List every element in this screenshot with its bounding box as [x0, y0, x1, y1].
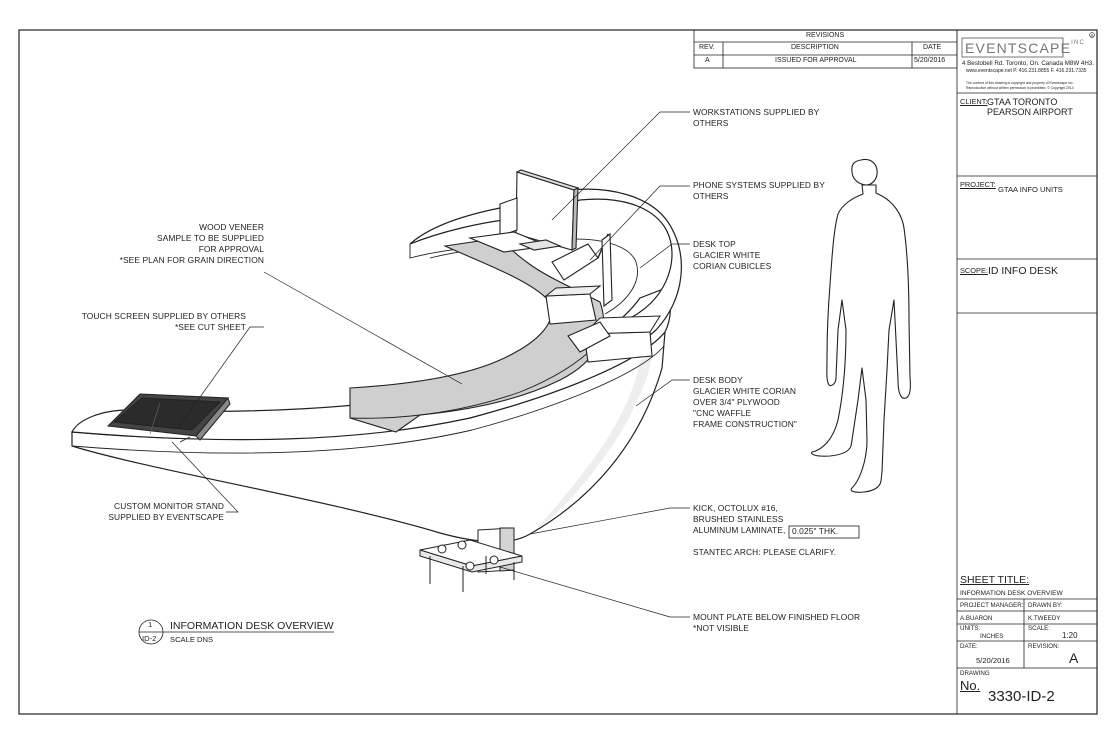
- note-wood-veneer-line: FOR APPROVAL: [198, 244, 264, 254]
- sheet-title-value: INFORMATION DESK OVERVIEW: [960, 590, 1063, 597]
- revisions-title: REVISIONS: [806, 32, 845, 39]
- view-scale: SCALE DNS: [170, 635, 214, 644]
- leader-lines: [171, 111, 690, 618]
- title-block-lines: [956, 30, 1097, 714]
- note-kick-line: KICK, OCTOLUX #16,: [693, 503, 778, 513]
- scale-label: SCALE:: [1028, 625, 1051, 632]
- drawn-by-label: DRAWN BY:: [1028, 602, 1063, 609]
- view-sheet-ref: ID-2: [142, 634, 157, 643]
- note-workstations: WORKSTATIONS SUPPLIED BY OTHERS: [693, 107, 819, 129]
- company-copyright-1: The content of this drawing is copyright…: [966, 81, 1074, 85]
- project-label: PROJECT:: [960, 180, 996, 189]
- note-mount-plate-line: MOUNT PLATE BELOW FINISHED FLOOR: [693, 612, 861, 622]
- note-touch-screen: TOUCH SCREEN SUPPLIED BY OTHERS *SEE CUT…: [56, 311, 246, 333]
- note-monitor-stand-line: CUSTOM MONITOR STAND: [114, 501, 224, 511]
- note-phone-systems: PHONE SYSTEMS SUPPLIED BY OTHERS: [693, 180, 825, 202]
- project-manager-value: A.BUARON: [960, 615, 993, 622]
- registered-mark-glyph: R: [1091, 33, 1094, 38]
- revision-value: A: [1069, 650, 1079, 666]
- desk-ledge-edge: [71, 345, 665, 454]
- date-label: DATE:: [960, 643, 978, 650]
- note-mount-plate: MOUNT PLATE BELOW FINISHED FLOOR *NOT VI…: [693, 612, 860, 634]
- company-logo: EVENTSCAPEINC: [965, 40, 1085, 56]
- note-desk-top: DESK TOP GLACIER WHITE CORIAN CUBICLES: [693, 239, 771, 272]
- date-value: 5/20/2016: [976, 656, 1010, 665]
- drawing-number: 3330-ID-2: [988, 688, 1055, 705]
- phone-system: [544, 232, 613, 353]
- company-logo-suffix: INC: [1071, 40, 1086, 46]
- note-touch-screen-line: TOUCH SCREEN SUPPLIED BY OTHERS: [81, 311, 246, 321]
- note-desk-body-line: "CNC WAFFLE: [693, 408, 752, 418]
- note-phone-systems-line: PHONE SYSTEMS SUPPLIED BY: [693, 180, 825, 190]
- project-manager-label: PROJECT MANAGER:: [960, 602, 1024, 609]
- note-phone-systems-line: OTHERS: [693, 191, 729, 201]
- note-desk-body-line: FRAME CONSTRUCTION": [693, 419, 797, 429]
- project-value: GTAA INFO UNITS: [998, 185, 1063, 194]
- note-kick: KICK, OCTOLUX #16, BRUSHED STAINLESS ALU…: [693, 503, 785, 536]
- desk-body-shading: [535, 355, 652, 530]
- revisions-header-description: DESCRIPTION: [791, 44, 839, 51]
- note-desk-body-line: DESK BODY: [693, 375, 743, 385]
- kick-thickness-box: [788, 525, 860, 539]
- units-value: INCHES: [980, 633, 1004, 640]
- scale-value: 1:20: [1062, 631, 1078, 640]
- note-touch-screen-line: *SEE CUT SHEET: [174, 322, 246, 332]
- client-line1: GTAA TORONTO: [987, 97, 1058, 107]
- view-label-symbol: [138, 619, 334, 645]
- note-kick-line: BRUSHED STAINLESS: [693, 514, 784, 524]
- revisions-row-description: ISSUED FOR APPROVAL: [775, 57, 857, 64]
- revisions-row-rev: A: [705, 57, 710, 64]
- note-wood-veneer: WOOD VENEER SAMPLE TO BE SUPPLIED FOR AP…: [76, 222, 264, 266]
- view-number: 1: [148, 620, 153, 629]
- note-desk-body-line: OVER 3/4" PLYWOOD: [693, 397, 780, 407]
- note-desk-top-line: CORIAN CUBICLES: [693, 261, 772, 271]
- drawn-by-value: K.TWEEDY: [1028, 615, 1061, 622]
- note-desk-top-line: GLACIER WHITE: [693, 250, 761, 260]
- note-desk-body: DESK BODY GLACIER WHITE CORIAN OVER 3/4"…: [693, 375, 797, 430]
- company-copyright-2: Reproduction without written permission …: [966, 86, 1074, 90]
- client-line2: PEARSON AIRPORT: [987, 107, 1073, 117]
- note-workstations-line: WORKSTATIONS SUPPLIED BY: [693, 107, 820, 117]
- note-stantec: STANTEC ARCH: PLEASE CLARIFY.: [693, 547, 837, 557]
- note-desk-body-line: GLACIER WHITE CORIAN: [693, 386, 796, 396]
- scope-label: SCOPE:: [960, 266, 988, 275]
- units-label: UNITS:: [960, 625, 981, 632]
- revisions-row-date: 5/20/2016: [914, 57, 946, 64]
- drawing-label: DRAWING: [960, 670, 990, 677]
- company-logo-text: EVENTSCAPE: [965, 40, 1072, 56]
- sheet-border: [18, 29, 1098, 715]
- note-monitor-stand-line: SUPPLIED BY EVENTSCAPE: [108, 512, 224, 522]
- note-monitor-stand: CUSTOM MONITOR STAND SUPPLIED BY EVENTSC…: [76, 501, 224, 523]
- scope-value: ID INFO DESK: [988, 265, 1059, 277]
- note-workstations-line: OTHERS: [693, 118, 729, 128]
- desk-pedestal: [419, 527, 523, 592]
- workstation-monitor: [467, 169, 580, 253]
- note-wood-veneer-line: *SEE PLAN FOR GRAIN DIRECTION: [119, 255, 264, 265]
- note-wood-veneer-line: WOOD VENEER: [199, 222, 264, 232]
- revisions-header-rev: REV.: [699, 44, 715, 51]
- revision-label: REVISION:: [1028, 643, 1060, 650]
- revisions-header-date: DATE: [923, 44, 942, 51]
- drawing-no-label: No.: [960, 678, 981, 693]
- note-kick-line: ALUMINUM LAMINATE,: [693, 525, 786, 535]
- client-label: CLIENT:: [960, 97, 988, 106]
- company-address: 4 Bestobell Rd. Toronto, On. Canada M8W …: [962, 60, 1094, 67]
- note-kick-thickness: 0.025" THK.: [792, 526, 839, 536]
- human-figure-outline: [811, 158, 911, 493]
- sheet-title-label: SHEET TITLE:: [960, 574, 1030, 586]
- logo-box: [961, 37, 1064, 58]
- registered-mark-icon: [1089, 32, 1095, 38]
- note-desk-top-line: DESK TOP: [693, 239, 736, 249]
- company-contact: www.eventscape.net P. 416.231.8855 F. 41…: [966, 68, 1087, 74]
- note-wood-veneer-line: SAMPLE TO BE SUPPLIED: [157, 233, 264, 243]
- view-title: INFORMATION DESK OVERVIEW: [170, 620, 334, 632]
- note-mount-plate-line: *NOT VISIBLE: [693, 623, 749, 633]
